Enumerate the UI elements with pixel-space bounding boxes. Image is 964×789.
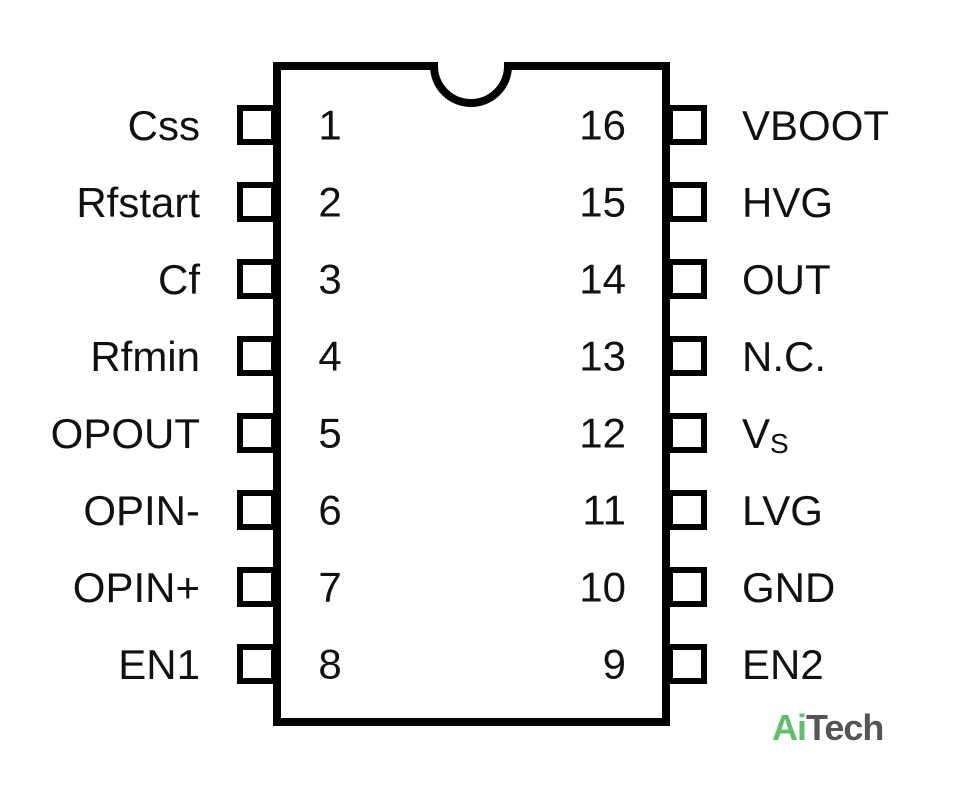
pin-14: 14 OUT xyxy=(579,256,830,303)
pin-number: 6 xyxy=(318,487,341,534)
pin-3: 3 Cf xyxy=(158,256,342,303)
pin-pad xyxy=(237,182,277,222)
logo-part-tech: Tech xyxy=(806,707,884,748)
pin-label-text: LVG xyxy=(742,487,823,534)
pin-label-text: Rfstart xyxy=(76,179,200,226)
pin-label: OPIN- xyxy=(83,487,200,534)
pin-4: 4 Rfmin xyxy=(90,333,341,380)
pin-number: 13 xyxy=(579,333,626,380)
pin-label: OUT xyxy=(742,256,831,303)
pin-label-text: GND xyxy=(742,564,835,611)
pin-label: Rfmin xyxy=(90,333,200,380)
pin-label-text: VBOOT xyxy=(742,102,889,149)
pin-number: 5 xyxy=(318,410,341,457)
pin-13: 13 N.C. xyxy=(579,333,826,380)
pin-pad xyxy=(237,259,277,299)
pin-number: 14 xyxy=(579,256,626,303)
pin-number: 7 xyxy=(318,564,341,611)
pin-label: N.C. xyxy=(742,333,826,380)
pin-pad xyxy=(667,336,707,376)
pin-pad xyxy=(667,413,707,453)
pin-label: Css xyxy=(128,102,200,149)
ic-package-outline xyxy=(273,62,670,726)
pin-1: 1 Css xyxy=(128,102,342,149)
logo-part-ai: Ai xyxy=(772,707,807,748)
pin-number: 3 xyxy=(318,256,341,303)
pin-label-text: Css xyxy=(128,102,200,149)
pin-number: 11 xyxy=(582,487,626,534)
pin-label-text: EN1 xyxy=(118,641,200,688)
pin-number: 2 xyxy=(318,179,341,226)
pin-label-text: Cf xyxy=(158,256,200,303)
pin-number: 15 xyxy=(579,179,626,226)
pin-pad xyxy=(237,413,277,453)
pin-pad xyxy=(667,259,707,299)
pin-number: 10 xyxy=(579,564,626,611)
pin-pad xyxy=(667,644,707,684)
pin-15: 15 HVG xyxy=(579,179,833,226)
pin-12: 12 VS xyxy=(579,410,788,459)
pin-label: VS xyxy=(742,410,789,459)
pin-label: LVG xyxy=(742,487,823,534)
pin-number: 12 xyxy=(579,410,626,457)
pin-label: HVG xyxy=(742,179,833,226)
pin-5: 5 OPOUT xyxy=(51,410,342,457)
pin-label-subscript: S xyxy=(770,428,789,459)
pin-pad xyxy=(237,336,277,376)
pin-number: 9 xyxy=(603,641,626,688)
right-pin-column: 16 VBOOT 15 HVG 14 OUT 13 N.C. 12 VS 11 LVG 10 GND 9 EN… xyxy=(579,102,889,688)
pin-pad xyxy=(667,105,707,145)
pin-16: 16 VBOOT xyxy=(579,102,889,149)
pin-8: 8 EN1 xyxy=(118,641,341,688)
pin-7: 7 OPIN+ xyxy=(73,564,342,611)
left-pin-column: 1 Css 2 Rfstart 3 Cf 4 Rfmin 5 OPOUT 6 OPIN- 7 OPIN+ 8… xyxy=(51,102,342,688)
pin-pad xyxy=(237,644,277,684)
pin-label-text: EN2 xyxy=(742,641,824,688)
pin-6: 6 OPIN- xyxy=(83,487,341,534)
pin-9: 9 EN2 xyxy=(603,641,824,688)
pin-label-text: OPIN+ xyxy=(73,564,200,611)
pin-label: EN2 xyxy=(742,641,824,688)
pin-label-text: HVG xyxy=(742,179,833,226)
pin-label: Rfstart xyxy=(76,179,200,226)
pin-label-text: OPIN- xyxy=(83,487,200,534)
pin-number: 8 xyxy=(318,641,341,688)
pin-number: 16 xyxy=(579,102,626,149)
pin-11: 11 LVG xyxy=(582,487,823,534)
pin-label: Cf xyxy=(158,256,200,303)
pin-label-text: OUT xyxy=(742,256,831,303)
aitech-logo: AiTech xyxy=(772,707,884,748)
pin-label: VBOOT xyxy=(742,102,889,149)
pin-pad xyxy=(237,567,277,607)
pin-label-text: Rfmin xyxy=(90,333,200,380)
pin-label-text: OPOUT xyxy=(51,410,200,457)
pin-pad xyxy=(237,490,277,530)
pin-10: 10 GND xyxy=(579,564,835,611)
pin-pad xyxy=(237,105,277,145)
pin-number: 1 xyxy=(318,102,341,149)
pin-label-text: V xyxy=(742,410,770,457)
pin-pad xyxy=(667,490,707,530)
pin-label: EN1 xyxy=(118,641,200,688)
pin-label: OPOUT xyxy=(51,410,200,457)
pin-pad xyxy=(667,182,707,222)
pin-number: 4 xyxy=(318,333,341,380)
pin-label: GND xyxy=(742,564,835,611)
pin-2: 2 Rfstart xyxy=(76,179,341,226)
pin-label: OPIN+ xyxy=(73,564,200,611)
pin-label-text: N.C. xyxy=(742,333,826,380)
pin-pad xyxy=(667,567,707,607)
